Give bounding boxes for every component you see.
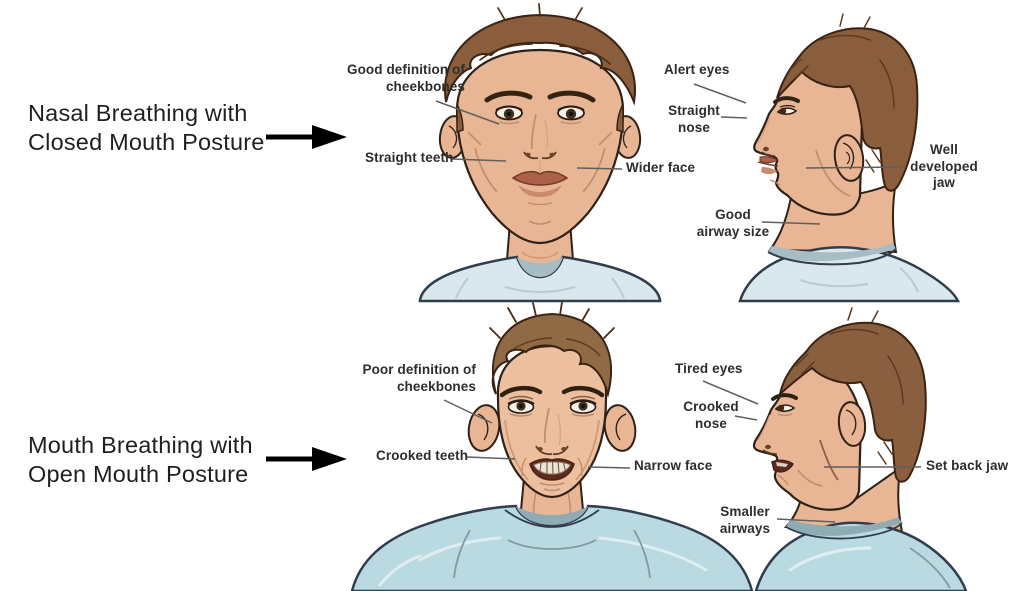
- nose: [758, 117, 776, 157]
- eyes: [507, 395, 597, 417]
- hair: [776, 13, 919, 192]
- eyebrows: [499, 385, 605, 398]
- shirt: [754, 517, 968, 591]
- nose: [523, 113, 557, 172]
- label-well-developed-jaw: Well developed jaw: [910, 142, 978, 190]
- label-poor-definition-of-cheekbones: Poor definition of cheekbones: [362, 362, 476, 394]
- eye: [773, 96, 800, 115]
- label-good-airway-size: Good airway size: [696, 207, 770, 239]
- hair: [489, 301, 615, 398]
- eye: [771, 393, 798, 417]
- ear: [837, 401, 867, 447]
- shirt: [418, 255, 662, 303]
- caption-nasal-breathing: Nasal Breathing with Closed Mouth Postur…: [28, 100, 265, 155]
- leader-lines: [435, 83, 921, 523]
- illustration-front-face-nasal: [418, 3, 662, 303]
- nose: [757, 414, 778, 455]
- eyes: [495, 105, 585, 125]
- label-crooked-nose: Crooked nose: [683, 399, 739, 431]
- label-crooked-teeth: Crooked teeth: [376, 448, 469, 463]
- arrow-right-icon: [266, 125, 347, 149]
- illustration-profile-nasal: [738, 13, 961, 303]
- label-alert-eyes: Alert eyes: [664, 62, 730, 77]
- label-good-definition-of-cheekbones: Good definition of cheekbones: [346, 62, 465, 94]
- jaw-contour: [797, 439, 839, 487]
- label-narrow-face: Narrow face: [634, 458, 713, 473]
- ears: [467, 404, 637, 452]
- eyebrows: [484, 90, 596, 103]
- nose: [535, 407, 569, 456]
- mouth: [511, 170, 569, 225]
- cheek-contours: [467, 131, 613, 193]
- label-smaller-airways: Smaller airways: [719, 504, 771, 536]
- mouth-open-crooked-teeth: [521, 457, 583, 492]
- jaw-contour: [815, 149, 851, 197]
- label-straight-nose: Straight nose: [668, 103, 720, 135]
- hair: [778, 307, 927, 483]
- arrow-right-icon: [266, 447, 347, 471]
- hair: [443, 3, 637, 134]
- ear: [833, 134, 865, 182]
- shirt: [350, 504, 754, 591]
- cheek-contours: [504, 419, 600, 481]
- label-set-back-jaw: Set back jaw: [926, 458, 1009, 473]
- mouth-open: [771, 459, 794, 486]
- shirt: [738, 243, 961, 303]
- illustration-profile-mouth: [752, 307, 968, 591]
- label-straight-teeth: Straight teeth: [365, 150, 454, 165]
- face: [455, 48, 625, 245]
- mouth: [757, 156, 781, 186]
- caption-mouth-breathing: Mouth Breathing with Open Mouth Posture: [28, 432, 253, 487]
- label-wider-face: Wider face: [626, 160, 696, 175]
- illustration-front-face-mouth: [350, 301, 754, 591]
- label-tired-eyes: Tired eyes: [675, 361, 743, 376]
